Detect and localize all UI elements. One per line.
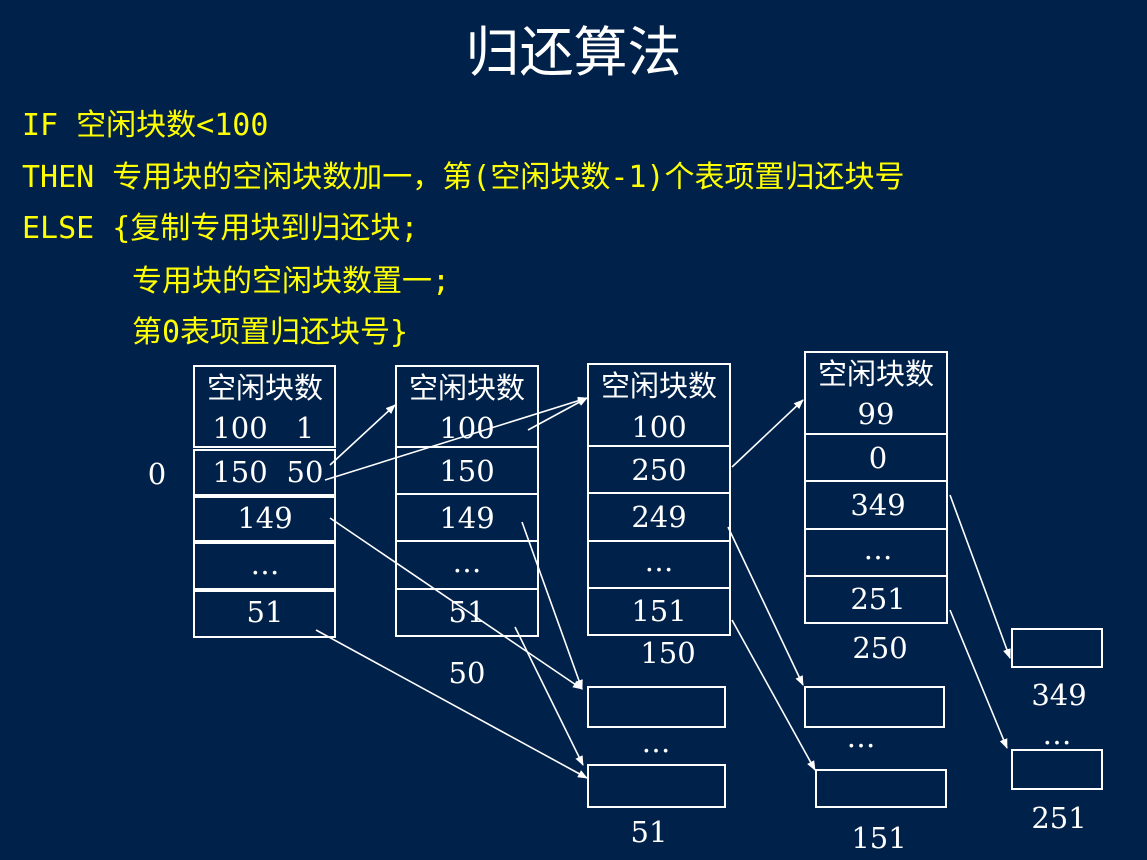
- algorithm-line-4: 专用块的空闲块数置一;: [132, 264, 451, 299]
- block-d-label: 250: [852, 631, 907, 665]
- chain-d-label: 151: [851, 821, 906, 855]
- block-d-row: 349: [850, 488, 905, 522]
- block-c-count: 100: [631, 410, 686, 444]
- block-d-row: …: [864, 532, 893, 566]
- block-b-count: 100: [439, 411, 494, 445]
- arrow: [727, 526, 804, 686]
- chain-c-block-bottom: [587, 764, 726, 808]
- block-a: [193, 365, 336, 638]
- arrow: [329, 517, 583, 690]
- algorithm-line-3: ELSE {复制专用块到归还块;: [22, 211, 419, 246]
- algorithm-line-1: IF 空闲块数<100: [22, 108, 269, 143]
- algorithm-line-2: THEN 专用块的空闲块数加一，第(空闲块数-1)个表项置归还块号: [22, 160, 905, 195]
- block-b: [395, 365, 539, 637]
- algorithm-line-5: 第0表项置归还块号}: [132, 315, 409, 350]
- block-b-label: 50: [449, 656, 486, 690]
- chain-e-label: 251: [1031, 801, 1086, 835]
- arrow: [731, 619, 816, 771]
- block-a-header: 空闲块数: [207, 371, 323, 405]
- arrow: [949, 494, 1011, 659]
- arrow: [527, 397, 588, 431]
- chain-e-top-label: 349: [1031, 678, 1086, 712]
- block-b-row: 51: [449, 595, 486, 629]
- arrow: [731, 399, 804, 468]
- chain-e-ellipsis: …: [1043, 717, 1072, 751]
- block-c-row: …: [645, 544, 674, 578]
- block-c-header: 空闲块数: [601, 369, 717, 403]
- block-c-row: 151: [631, 594, 686, 628]
- block-c-label: 150: [640, 636, 695, 670]
- block-c-row: 249: [631, 500, 686, 534]
- block-d: [804, 351, 948, 624]
- block-d-row: 0: [869, 441, 887, 475]
- block-b-header: 空闲块数: [409, 371, 525, 405]
- arrow: [949, 609, 1008, 749]
- block-c-row: 250: [631, 453, 686, 487]
- chain-e-block-bottom: [1011, 749, 1103, 790]
- block-d-count: 99: [858, 397, 895, 431]
- block-d-row: 251: [850, 582, 905, 616]
- chain-c-ellipsis: …: [642, 725, 671, 759]
- arrow: [329, 404, 396, 466]
- arrow: [315, 629, 588, 779]
- block-a-count-overlay: 1: [296, 411, 314, 445]
- block-a-row: 149: [237, 501, 292, 535]
- block-c: [587, 363, 731, 636]
- chain-c-block-top: [587, 686, 726, 728]
- chain-d-block-top: [804, 686, 945, 728]
- block-d-header: 空闲块数: [818, 357, 934, 391]
- block-a-row: 51: [247, 595, 284, 629]
- chain-e-block-top: [1011, 628, 1103, 668]
- pointer-arrows: [315, 396, 1011, 779]
- chain-d-block-bottom: [815, 769, 947, 808]
- block-a-row-overlay: 50: [287, 455, 324, 489]
- block-a-row: …: [251, 547, 280, 581]
- block-b-row: 150: [439, 454, 494, 488]
- block-b-row: 149: [439, 501, 494, 535]
- block-a-count: 100: [212, 411, 267, 445]
- arrow: [324, 396, 588, 481]
- arrow: [521, 521, 583, 690]
- slide-title: 归还算法: [465, 21, 682, 84]
- block-b-row: …: [453, 545, 482, 579]
- arrow: [514, 626, 584, 766]
- block-a-row: 150: [212, 455, 267, 489]
- index-zero-label: 0: [148, 457, 166, 491]
- chain-c-label: 51: [631, 815, 668, 849]
- chain-d-ellipsis: …: [847, 720, 876, 754]
